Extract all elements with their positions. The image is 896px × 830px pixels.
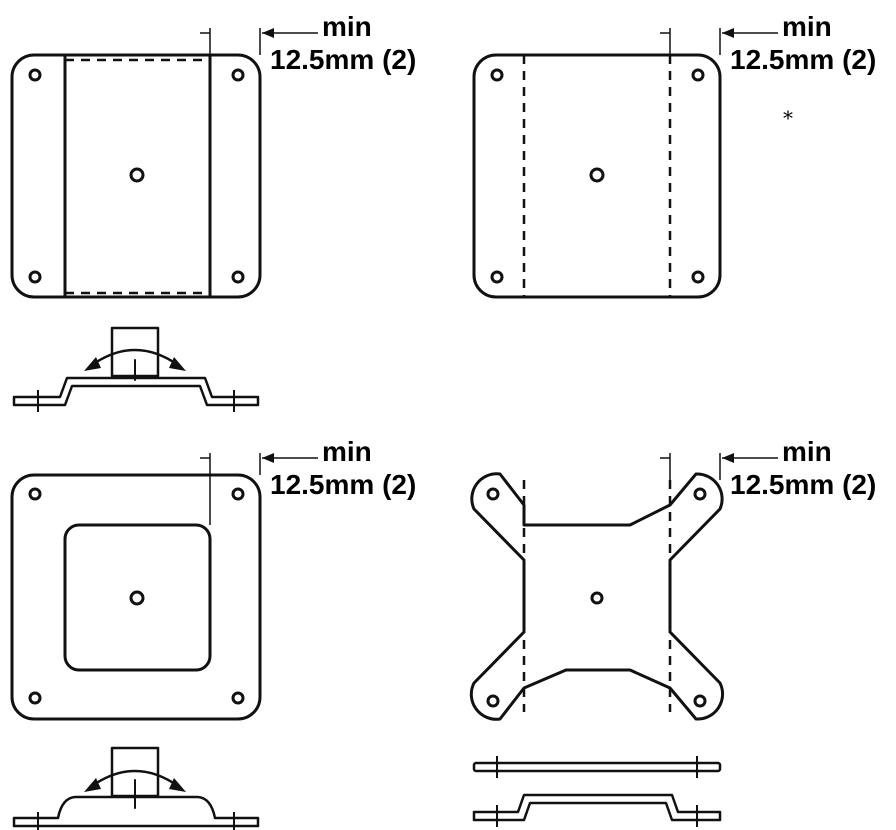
screw-hole-icon xyxy=(28,270,42,284)
screw-hole-icon xyxy=(693,694,707,708)
side-profile-bottom-right-offset xyxy=(472,793,722,827)
screw-hole-icon xyxy=(691,68,705,82)
rotate-arrow-icon xyxy=(84,778,101,792)
screw-hole-icon xyxy=(231,270,245,284)
label-min: min xyxy=(322,436,372,467)
label-dimension: 12.5mm (2) xyxy=(270,44,416,75)
side-profile-bottom-right-flat xyxy=(472,756,722,778)
rotate-arrow-icon xyxy=(169,357,186,371)
side-profile-top-left xyxy=(12,326,260,412)
plate-outline xyxy=(472,53,722,299)
side-profile-bottom-left xyxy=(12,746,260,830)
x-plate-outline xyxy=(469,472,725,721)
rotate-arrow-icon xyxy=(84,357,101,371)
center-hole-icon xyxy=(129,590,145,606)
arrowhead-icon xyxy=(262,28,274,38)
screw-hole-icon xyxy=(693,487,707,501)
arrowhead-icon xyxy=(722,28,734,38)
plate-top-right xyxy=(472,28,778,299)
rotate-arrow-icon xyxy=(169,778,186,792)
plate-profile xyxy=(12,795,260,828)
raised-square xyxy=(63,523,212,672)
label-dimension: 12.5mm (2) xyxy=(270,469,416,500)
screw-hole-icon xyxy=(28,691,42,705)
screw-hole-icon xyxy=(691,270,705,284)
offset-plate-profile xyxy=(472,793,722,822)
label-min: min xyxy=(782,11,832,42)
screw-hole-icon xyxy=(231,487,245,501)
center-hole-icon xyxy=(129,167,145,183)
screw-hole-icon xyxy=(231,68,245,82)
label-min: min xyxy=(782,436,832,467)
footnote-marker: * xyxy=(783,106,793,130)
screw-hole-icon xyxy=(486,694,500,708)
label-min: min xyxy=(322,11,372,42)
center-hole-icon xyxy=(590,591,604,605)
plate-outline xyxy=(10,53,262,299)
plate-top-left xyxy=(10,28,318,299)
plate-profile xyxy=(12,376,260,407)
flat-plate-profile xyxy=(472,761,722,773)
label-dimension: 12.5mm (2) xyxy=(730,44,876,75)
arrowhead-icon xyxy=(722,453,734,463)
plate-outline xyxy=(10,473,262,721)
arrowhead-icon xyxy=(262,453,274,463)
label-dimension: 12.5mm (2) xyxy=(730,469,876,500)
plate-bottom-right xyxy=(469,453,778,721)
screw-hole-icon xyxy=(490,270,504,284)
screw-hole-icon xyxy=(490,68,504,82)
plate-bottom-left xyxy=(10,453,318,721)
screw-hole-icon xyxy=(486,487,500,501)
rotation-arc xyxy=(90,769,180,788)
rotation-arc xyxy=(90,348,180,367)
center-hole-icon xyxy=(589,167,605,183)
screw-hole-icon xyxy=(231,691,245,705)
screw-hole-icon xyxy=(28,68,42,82)
screw-hole-icon xyxy=(28,487,42,501)
